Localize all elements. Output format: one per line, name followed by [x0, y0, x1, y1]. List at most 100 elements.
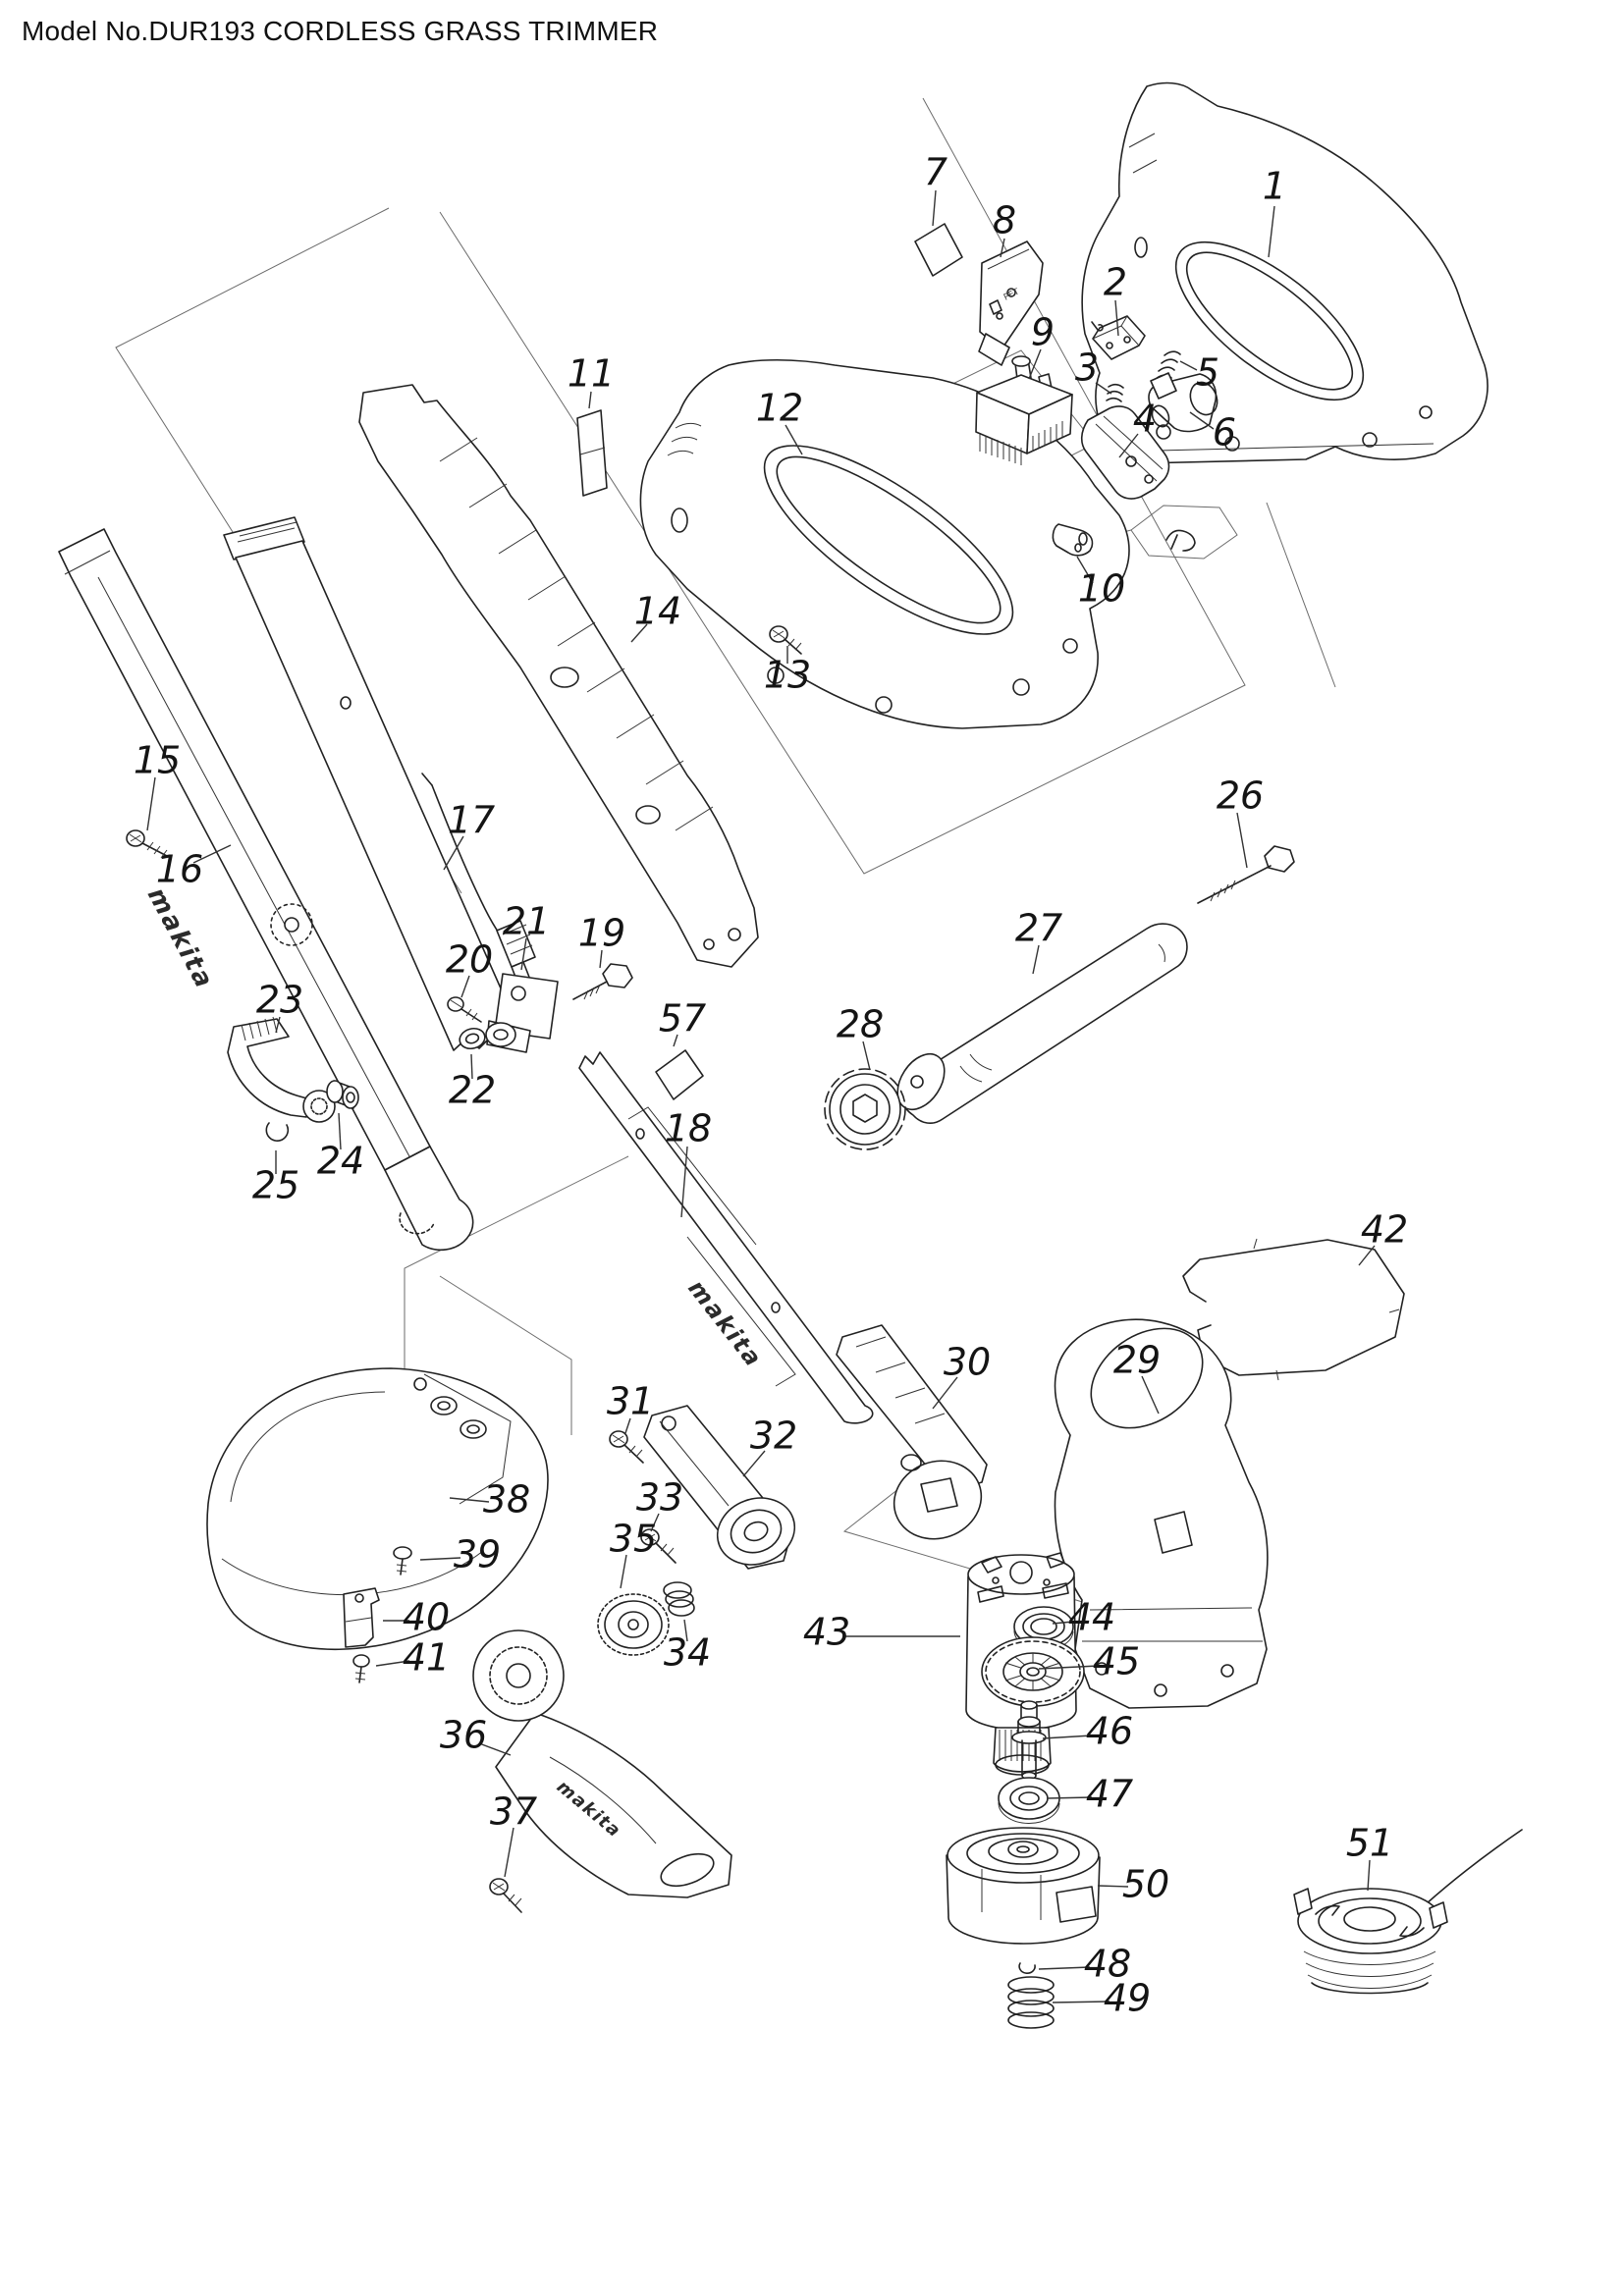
part-4-art	[1080, 405, 1170, 500]
part-18-art: makita	[578, 1051, 874, 1424]
part-12-art	[639, 358, 1130, 729]
part-label-32: 32	[750, 1415, 797, 1458]
part-25-art	[265, 1122, 290, 1142]
leader-line-5	[1179, 360, 1198, 371]
part-label-7: 7	[924, 151, 947, 194]
leader-line-4	[1118, 433, 1139, 458]
leader-line-31	[624, 1417, 631, 1434]
part-label-9: 9	[1031, 311, 1055, 354]
leader-line-8	[1000, 238, 1005, 258]
leader-line-50	[1097, 1885, 1129, 1888]
part-13-art	[769, 625, 802, 655]
part-label-16: 16	[156, 848, 203, 891]
leader-line-47	[1046, 1796, 1093, 1799]
leader-line-29	[1141, 1375, 1160, 1415]
part-22-art	[459, 1027, 486, 1050]
leader-line-19	[599, 949, 603, 969]
part-label-41: 41	[403, 1636, 450, 1680]
part-label-49: 49	[1104, 1977, 1151, 2020]
part-34-art	[663, 1581, 695, 1617]
part-label-13: 13	[764, 654, 811, 697]
part-label-33: 33	[636, 1476, 683, 1520]
part-50-art	[946, 1827, 1101, 1945]
leader-line-35	[620, 1554, 627, 1589]
part-36-art: makita	[472, 1629, 732, 1898]
leader-line-32	[742, 1450, 766, 1477]
leader-line-11	[588, 391, 592, 409]
leader-line-28	[862, 1041, 871, 1071]
part-label-18: 18	[665, 1107, 712, 1150]
part-label-20: 20	[446, 938, 493, 982]
makita-logo-shaft: makita	[141, 882, 219, 994]
leader-line-37	[504, 1827, 514, 1878]
part-label-36: 36	[440, 1714, 487, 1757]
leader-line-12	[785, 424, 803, 455]
part-label-22: 22	[449, 1069, 496, 1112]
part-29-art	[1054, 1318, 1269, 1709]
part-41-art	[352, 1654, 370, 1683]
part-label-47: 47	[1086, 1773, 1133, 1816]
part-label-25: 25	[252, 1164, 299, 1207]
part-51-art	[1293, 1829, 1523, 1995]
leader-line-30	[932, 1376, 958, 1410]
part-42-art	[1182, 1238, 1405, 1381]
part-label-26: 26	[1217, 774, 1264, 818]
leader-line-26	[1236, 812, 1248, 869]
leader-line-17	[443, 835, 464, 871]
part-label-14: 14	[634, 590, 681, 633]
part-label-28: 28	[837, 1003, 884, 1046]
part-label-6: 6	[1213, 411, 1236, 454]
part-40-art	[343, 1587, 380, 1648]
part-label-37: 37	[490, 1790, 537, 1834]
leader-line-18	[680, 1146, 688, 1218]
part-label-17: 17	[448, 799, 495, 842]
part-label-24: 24	[317, 1140, 364, 1183]
part-label-10: 10	[1078, 567, 1125, 611]
part-26-art	[1197, 845, 1295, 904]
leader-line-10	[1076, 556, 1094, 584]
part-label-23: 23	[256, 979, 303, 1022]
part-20-art	[447, 996, 482, 1023]
part-49-art	[1007, 1976, 1055, 2029]
part-15-art	[126, 829, 168, 859]
part-labels: 1234567891011121314151617181920212223242…	[134, 151, 1408, 2020]
leader-line-27	[1032, 944, 1040, 975]
part-2-art	[1091, 315, 1146, 360]
leader-line-41	[375, 1660, 410, 1667]
part-label-38: 38	[483, 1478, 530, 1522]
part-label-57: 57	[659, 997, 706, 1041]
part-label-48: 48	[1084, 1943, 1131, 1986]
part-45-art	[981, 1636, 1085, 1707]
leader-line-42	[1358, 1245, 1376, 1266]
part-label-39: 39	[454, 1533, 501, 1576]
part-11-art	[576, 409, 608, 497]
part-30-art	[836, 1324, 988, 1540]
part-3-art	[1106, 383, 1124, 402]
part-label-44: 44	[1068, 1596, 1115, 1639]
part-47-art	[998, 1777, 1060, 1824]
part-28-art	[824, 1068, 906, 1150]
part-label-35: 35	[610, 1518, 657, 1561]
part-label-31: 31	[607, 1380, 654, 1423]
leader-line-14	[630, 623, 648, 643]
trigger-spring-art	[1165, 529, 1196, 552]
leader-line-39	[419, 1557, 461, 1561]
leader-line-22	[470, 1053, 473, 1080]
leader-line-38	[449, 1497, 490, 1503]
part-label-15: 15	[134, 739, 181, 782]
part-label-1: 1	[1263, 165, 1286, 208]
part-10-art	[1052, 523, 1094, 557]
leader-line-15	[146, 776, 156, 831]
part-label-4: 4	[1133, 398, 1157, 441]
leader-line-46	[1042, 1735, 1093, 1739]
part-24-art	[326, 1080, 359, 1109]
part-label-34: 34	[664, 1631, 711, 1675]
part-14-art	[358, 384, 759, 968]
leader-line-16	[192, 844, 232, 864]
part-label-42: 42	[1361, 1208, 1408, 1252]
part-label-27: 27	[1015, 907, 1062, 950]
leader-line-1	[1268, 205, 1275, 258]
leader-line-34	[683, 1619, 688, 1642]
part-9-art	[975, 355, 1073, 465]
